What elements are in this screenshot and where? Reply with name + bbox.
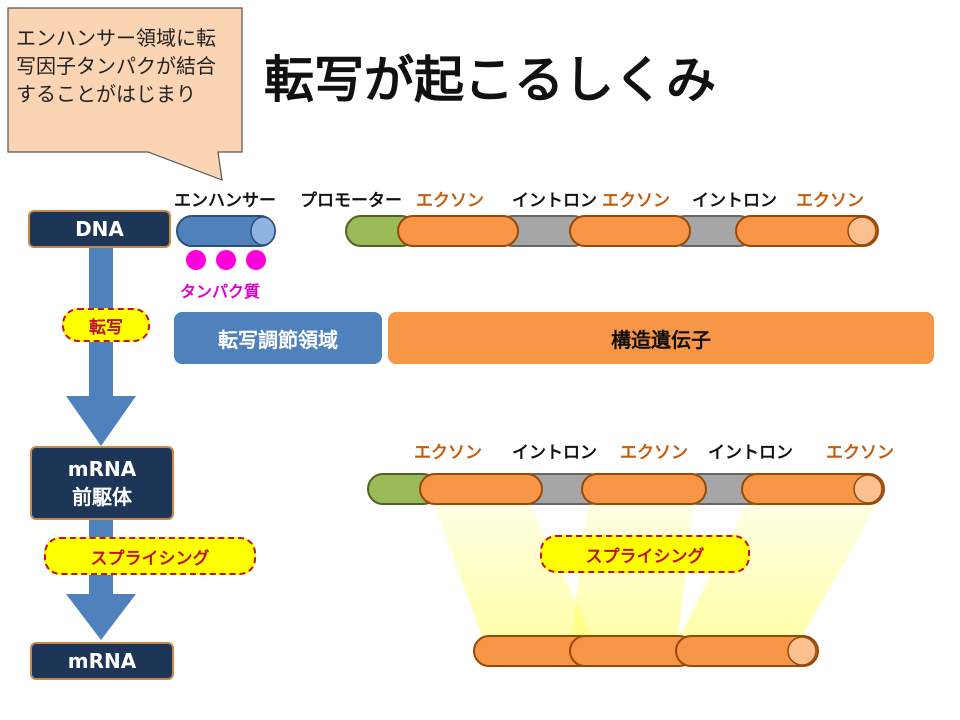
enhancer-label: エンハンサー: [174, 191, 276, 211]
dna-exon-label: エクソン: [416, 191, 484, 211]
enhancer-cylinder: [176, 215, 276, 247]
page-title: 転写が起こるしくみ: [264, 51, 716, 109]
dna-intron-label: イントロン: [692, 191, 777, 211]
premrna-intron-label: イントロン: [512, 443, 597, 463]
dna-exon-segment: [735, 215, 879, 247]
protein-dot: [186, 250, 206, 270]
premrna-label-line2: 前駆体: [72, 485, 132, 509]
premrna-exon-segment: [419, 473, 543, 505]
transcription-pill: 転写: [62, 308, 150, 342]
premrna-exon-label: エクソン: [826, 443, 894, 463]
dna-end-cap: [847, 216, 877, 246]
premrna-label-box: mRNA 前駆体: [30, 446, 174, 520]
dna-label-box: DNA: [28, 210, 171, 248]
callout: エンハンサー領域に転写因子タンパクが結合することがはじまり: [8, 8, 242, 180]
dna-exon-segment: [397, 215, 519, 247]
mrna-end-cap: [787, 636, 817, 666]
premrna-exon-segment: [741, 473, 885, 505]
mrna-exon-segment: [675, 635, 819, 667]
callout-bubble: [7, 7, 243, 181]
protein-label: タンパク質: [180, 282, 261, 301]
dna-exon-label: エクソン: [602, 191, 670, 211]
dna-exon-label: エクソン: [796, 191, 864, 211]
promoter-label: プロモーター: [300, 191, 402, 211]
premrna-exon-label: エクソン: [620, 443, 688, 463]
dna-intron-label: イントロン: [512, 191, 597, 211]
premrna-exon-segment: [581, 473, 707, 505]
callout-text: エンハンサー領域に転写因子タンパクが結合することがはじまり: [16, 26, 216, 106]
structural-gene-bar: 構造遺伝子: [388, 312, 934, 364]
splicing-pill-right: スプライシング: [540, 535, 750, 573]
premrna-intron-label: イントロン: [708, 443, 793, 463]
protein-dot: [246, 250, 266, 270]
protein-dot: [216, 250, 236, 270]
splicing-beam: [680, 500, 880, 636]
premrna-exon-label: エクソン: [414, 443, 482, 463]
premrna-label-line1: mRNA: [67, 457, 137, 481]
dna-exon-segment: [569, 215, 691, 247]
splicing-beam: [432, 500, 592, 636]
splicing-pill-left: スプライシング: [44, 537, 256, 575]
mrna-label-box: mRNA: [30, 642, 174, 680]
regulatory-region-bar: 転写調節領域: [174, 312, 382, 364]
premrna-end-cap: [853, 474, 883, 504]
transcription-arrow: [66, 248, 136, 446]
